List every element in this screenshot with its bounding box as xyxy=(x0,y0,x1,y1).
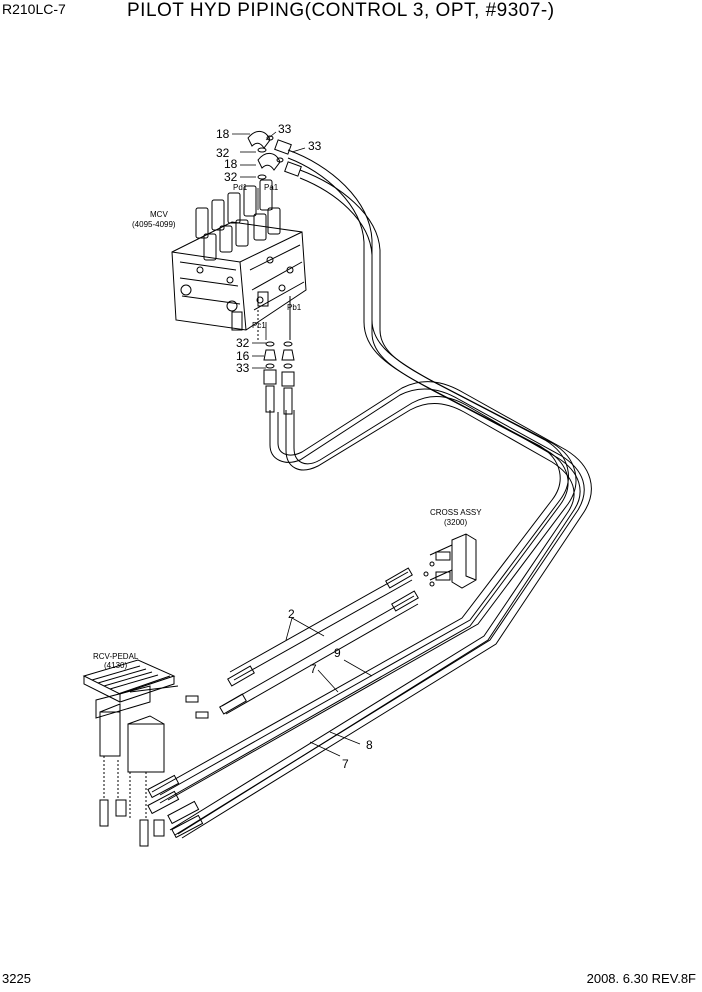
hose-2-pair xyxy=(219,567,419,715)
callout-32-second: 32 xyxy=(224,170,238,184)
callout-18-second: 18 xyxy=(224,157,238,171)
hose-loop-lower xyxy=(169,381,592,839)
callout-16: 16 xyxy=(236,349,250,363)
callout-33-second: 33 xyxy=(308,139,322,153)
callout-2: 2 xyxy=(288,607,295,621)
mcv-range: (4095-4099) xyxy=(132,220,176,229)
callout-32-top: 32 xyxy=(216,146,230,160)
model-code: R210LC-7 xyxy=(2,1,66,17)
callout-33-top: 33 xyxy=(278,122,292,136)
mcv-body xyxy=(171,179,307,331)
page-number: 3225 xyxy=(2,971,31,986)
port-pd1: Pd1 xyxy=(233,183,248,192)
callout-32-bottom: 32 xyxy=(236,336,250,350)
revision-date: 2008. 6.30 REV.8F xyxy=(586,971,696,986)
rcv-pedal-range: (4130) xyxy=(104,661,127,670)
rcv-pedal xyxy=(82,659,209,847)
pedal-hose-ends xyxy=(147,774,204,839)
port-pa1: Pa1 xyxy=(264,183,279,192)
callout-33-bottom: 33 xyxy=(236,361,250,375)
leader-lines xyxy=(232,131,373,757)
page-title: PILOT HYD PIPING(CONTROL 3, OPT, #9307-) xyxy=(127,0,555,21)
cross-assy-range: (3200) xyxy=(444,518,467,527)
top-fittings xyxy=(247,131,302,180)
callout-8: 8 xyxy=(366,738,373,752)
callout-9: 9 xyxy=(334,646,341,660)
port-pb1: Pb1 xyxy=(287,303,302,312)
hose-loop-upper xyxy=(151,149,577,804)
mcv-label: MCV xyxy=(150,210,168,219)
callout-18-top: 18 xyxy=(216,127,230,141)
rcv-pedal-label: RCV-PEDAL xyxy=(93,652,139,661)
port-pc1: Pc1 xyxy=(252,321,266,330)
callout-7-lower: 7 xyxy=(342,757,349,771)
callout-7-upper: 7 xyxy=(310,662,317,676)
bottom-fittings xyxy=(257,296,295,415)
cross-assy xyxy=(423,533,477,589)
cross-assy-label: CROSS ASSY xyxy=(430,508,482,517)
